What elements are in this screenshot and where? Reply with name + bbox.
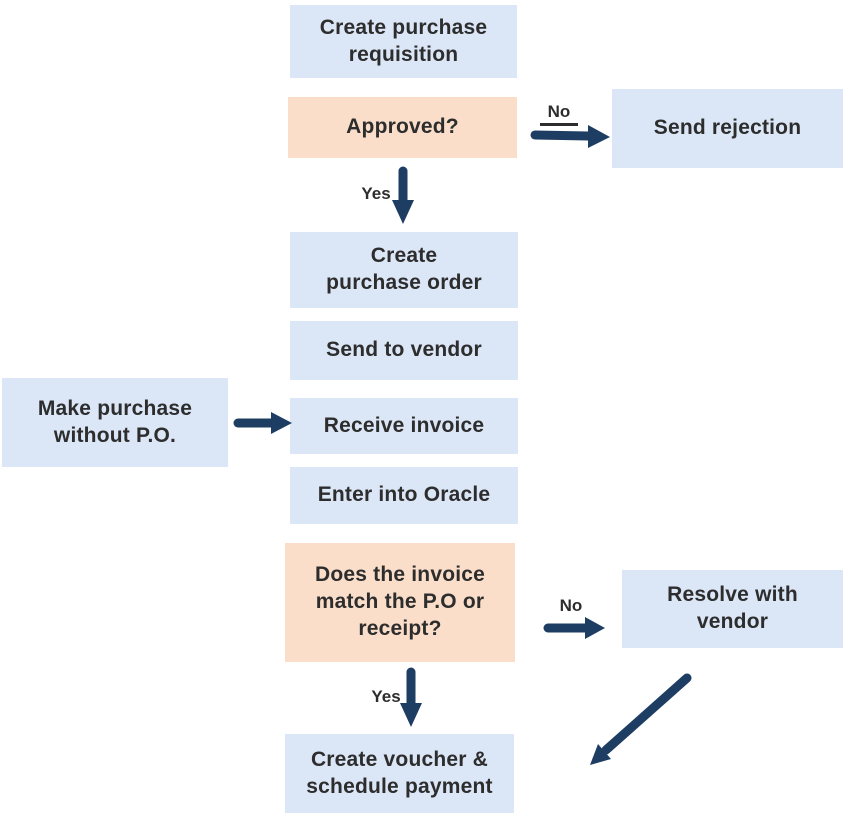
node-label-line: Resolve with: [667, 583, 798, 607]
node-create-purchase-requisition: Create purchase requisition: [290, 5, 517, 78]
node-label-line: vendor: [696, 610, 769, 633]
edge-label-approved-no: No: [540, 103, 578, 126]
arrow-make-purchase-to-receive-invoice: [233, 412, 292, 434]
node-resolve-with-vendor: Resolve with vendor: [622, 570, 843, 648]
node-label-line: Does the invoice: [314, 563, 486, 587]
node-label-line: Send rejection: [653, 116, 802, 140]
node-create-purchase-order: Create purchase order: [290, 232, 518, 308]
node-label-line: Create voucher &: [310, 747, 489, 771]
node-label-line: Approved?: [346, 115, 459, 139]
node-label-line: schedule payment: [306, 774, 493, 798]
node-label-line: Create purchase: [319, 15, 488, 39]
edge-label-match-no: No: [559, 596, 583, 615]
edge-label-match-yes: Yes: [371, 687, 401, 706]
node-send-rejection: Send rejection: [612, 89, 843, 168]
node-approved-decision: Approved?: [288, 97, 517, 158]
node-label-line: Make purchase: [37, 396, 193, 420]
node-label-line: match the P.O or: [315, 590, 485, 614]
arrow-match-no: [543, 617, 605, 639]
arrow-resolve-to-voucher: [590, 673, 692, 765]
edge-label-approved-yes: Yes: [361, 184, 391, 203]
node-send-to-vendor: Send to vendor: [290, 321, 518, 380]
node-label-line: receipt?: [358, 616, 442, 640]
node-receive-invoice: Receive invoice: [290, 398, 518, 454]
node-create-voucher-schedule-payment: Create voucher & schedule payment: [285, 734, 514, 813]
node-enter-into-oracle: Enter into Oracle: [290, 467, 518, 524]
arrow-approved-no: [530, 125, 610, 148]
node-invoice-match-decision: Does the invoice match the P.O or receip…: [285, 543, 515, 662]
node-label-line: Create: [370, 244, 438, 268]
node-label-line: requisition: [348, 42, 459, 66]
node-label-line: Receive invoice: [323, 413, 485, 437]
node-label-line: without P.O.: [53, 423, 177, 447]
node-label-line: purchase order: [326, 271, 482, 294]
node-make-purchase-without-po: Make purchase without P.O.: [2, 378, 228, 467]
node-label-line: Enter into Oracle: [317, 483, 491, 507]
arrow-approved-yes: [392, 166, 414, 224]
node-label-line: Send to vendor: [326, 338, 482, 362]
